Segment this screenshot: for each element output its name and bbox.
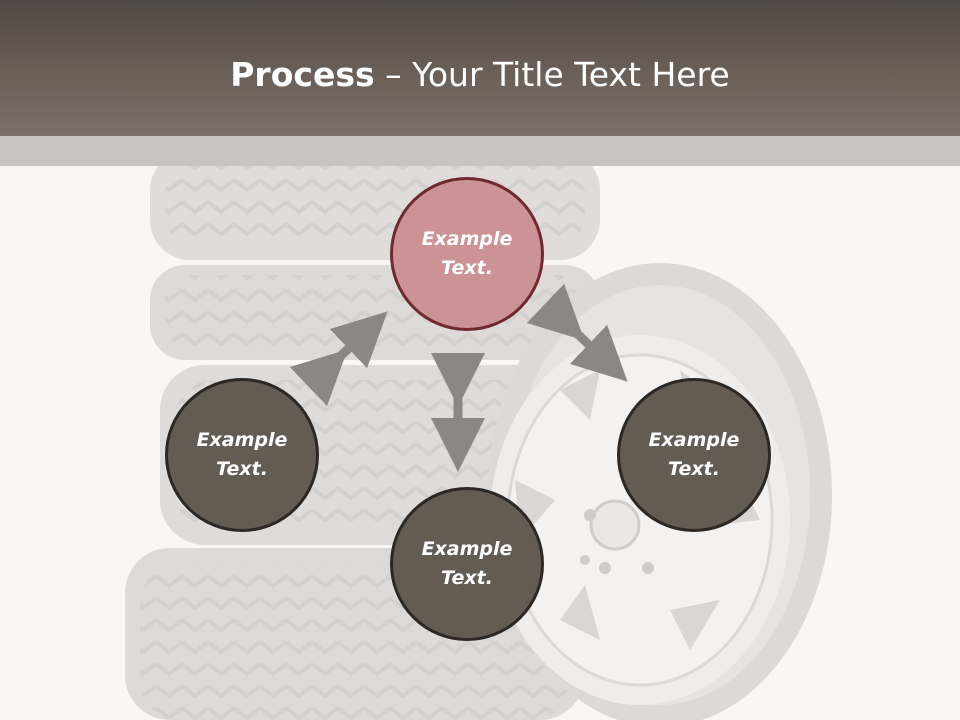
title-rest: – Your Title Text Here [374, 55, 730, 94]
title-bar [0, 0, 960, 136]
node-right: Example Text. [617, 378, 771, 532]
node-right-label: Example Text. [648, 429, 740, 480]
title-underline-bar [0, 136, 960, 166]
node-bottom: Example Text. [390, 487, 544, 641]
node-top-label: Example Text. [421, 228, 513, 279]
double-arrow-icon [289, 311, 388, 407]
node-bottom-label: Example Text. [421, 538, 513, 589]
slide-title: Process – Your Title Text Here [0, 52, 960, 98]
title-bold: Process [230, 55, 375, 94]
node-top: Example Text. [390, 177, 544, 331]
double-arrow-icon [526, 283, 628, 382]
node-left-label: Example Text. [196, 429, 288, 480]
node-left: Example Text. [165, 378, 319, 532]
